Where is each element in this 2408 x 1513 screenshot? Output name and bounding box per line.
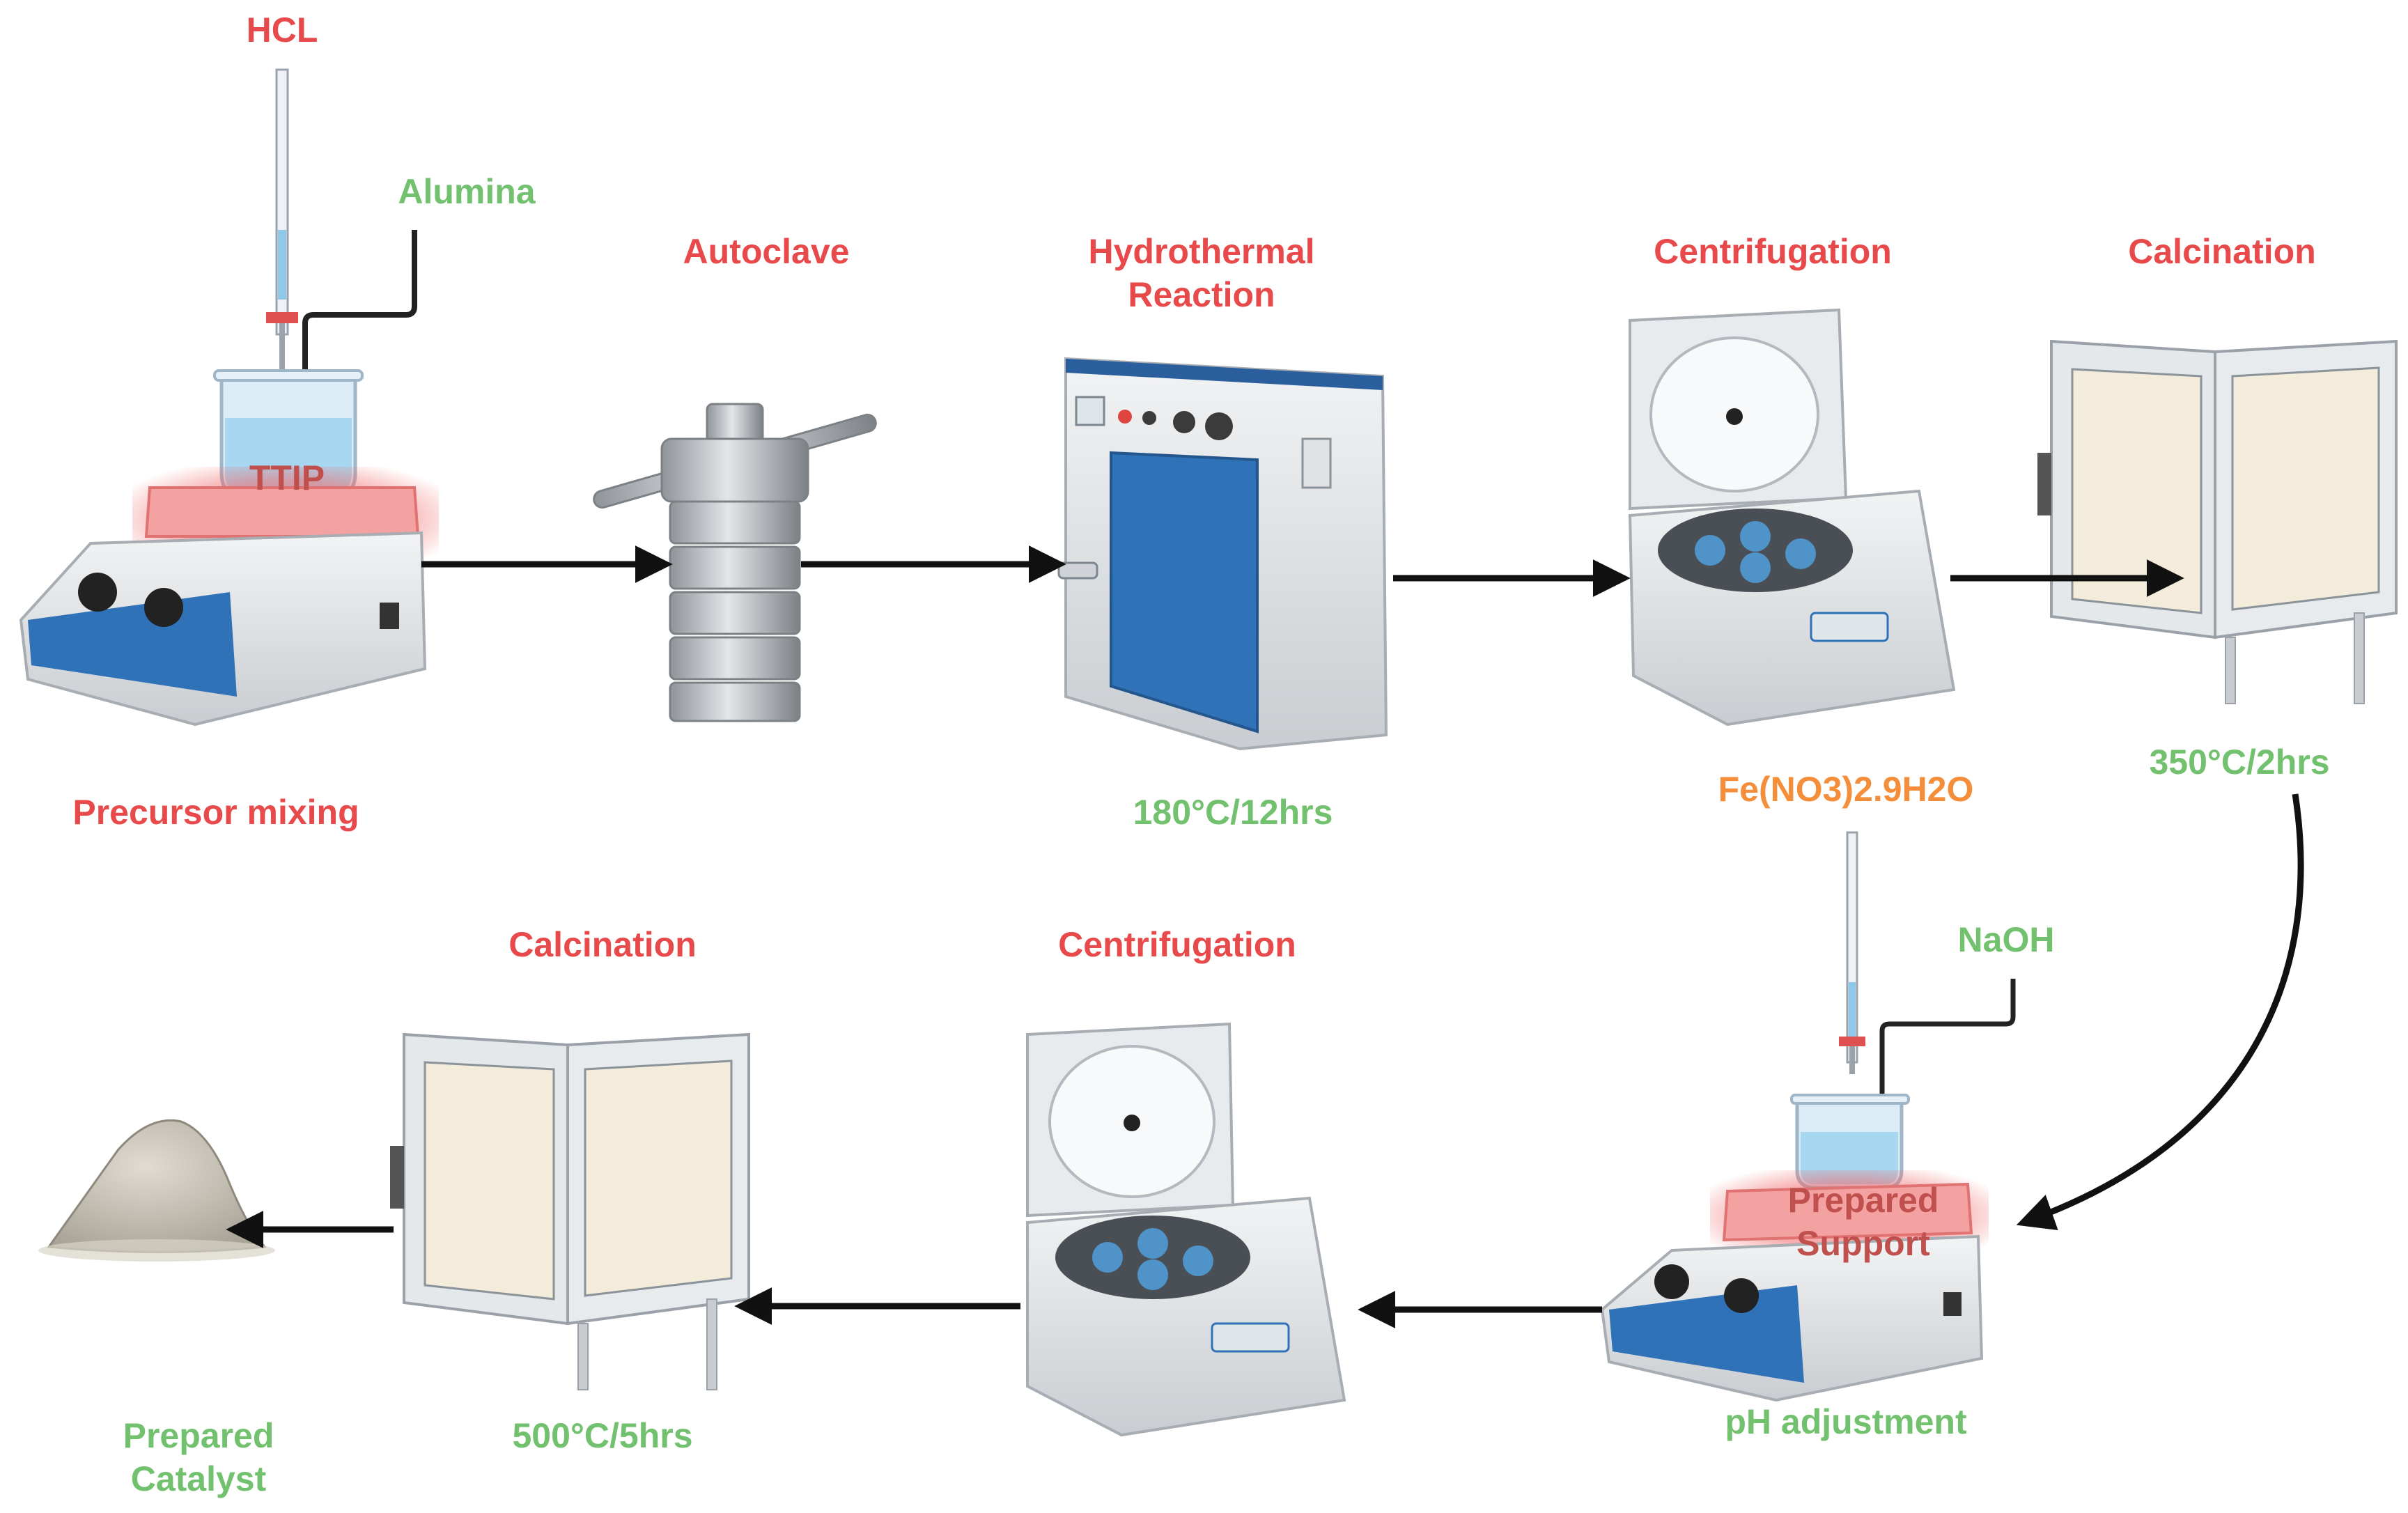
muffle-furnace-icon — [390, 1032, 750, 1390]
arrow-calcination-to-ph — [2016, 793, 2304, 1231]
catalyst-powder-icon — [38, 1119, 275, 1262]
autoclave-vessel-icon — [593, 403, 877, 722]
calcination-top-label: Calcination — [2128, 232, 2316, 271]
iron-nitrate-label: Fe(NO3)2.9H2O — [1718, 770, 1974, 809]
ttip-label: TTIP — [249, 458, 325, 497]
magnetic-stirrer-icon — [1600, 831, 2016, 1402]
flow-arrows — [226, 545, 2304, 1328]
alumina-label: Alumina — [398, 172, 536, 211]
calcination-bottom-condition-label: 500°C/5hrs — [512, 1416, 693, 1455]
prepared-catalyst-label-line2: Catalyst — [130, 1459, 267, 1498]
ph-adjustment-label: pH adjustment — [1725, 1402, 1967, 1441]
precursor-mixing-label: Precursor mixing — [72, 793, 359, 832]
calcination-top-condition-label: 350°C/2hrs — [2149, 743, 2330, 782]
centrifuge-icon — [1628, 308, 1956, 727]
hydrothermal-oven-icon — [1057, 357, 1388, 751]
centrifugation-top-label: Centrifugation — [1654, 232, 1892, 271]
naoh-label: NaOH — [1957, 920, 2055, 959]
hydrothermal-label-line2: Reaction — [1128, 275, 1275, 314]
prepared-catalyst-label-line1: Prepared — [123, 1416, 274, 1455]
prepared-support-label-line1: Prepared — [1787, 1181, 1939, 1220]
calcination-bottom-label: Calcination — [508, 925, 697, 964]
hcl-label: HCL — [246, 10, 318, 49]
prepared-support-label-line2: Support — [1796, 1224, 1930, 1263]
magnetic-stirrer-icon — [19, 68, 439, 727]
hydrothermal-label-line1: Hydrothermal — [1088, 232, 1315, 271]
autoclave-label: Autoclave — [683, 232, 850, 271]
hydrothermal-condition-label: 180°C/12hrs — [1133, 793, 1333, 832]
muffle-furnace-icon — [2037, 339, 2398, 704]
centrifuge-icon — [1026, 1022, 1346, 1437]
centrifugation-bottom-label: Centrifugation — [1058, 925, 1296, 964]
